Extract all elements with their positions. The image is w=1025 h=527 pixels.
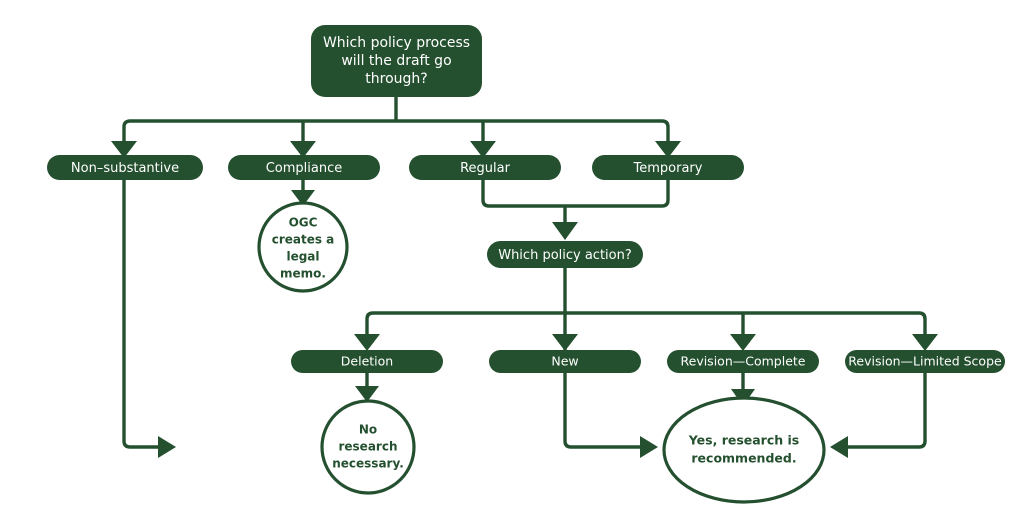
non-substantive-label: Non–substantive xyxy=(71,161,179,176)
deletion-label: Deletion xyxy=(341,354,393,369)
revision-complete-shape[interactable] xyxy=(667,350,819,373)
revision-limited-scope-label: Revision—Limited Scope xyxy=(848,354,1002,369)
compliance-label: Compliance xyxy=(266,161,343,176)
arrowhead-revision-limited xyxy=(912,334,938,351)
node-which-policy-action[interactable]: Which policy action? xyxy=(487,241,643,268)
edge-group xyxy=(111,96,938,458)
revision-complete-label: Revision—Complete xyxy=(681,354,806,369)
node-revision-limited-scope[interactable]: Revision—Limited Scope xyxy=(845,350,1005,373)
edge-row1-bus xyxy=(122,119,670,141)
arrowhead-revision-complete xyxy=(730,334,756,351)
which-policy-process-line-3: through? xyxy=(365,71,427,87)
arrowhead-regular xyxy=(470,141,496,158)
arrowhead-yes-research-right xyxy=(830,436,848,458)
node-compliance[interactable]: Compliance xyxy=(228,155,380,180)
regular-label: Regular xyxy=(460,161,511,176)
which-policy-process-shape[interactable] xyxy=(311,25,482,97)
which-policy-process-line-1: Which policy process xyxy=(323,35,470,51)
temporary-shape[interactable] xyxy=(592,155,744,180)
arrowhead-policy-action xyxy=(552,222,578,240)
edge-row2-bus xyxy=(365,311,927,334)
ogc-memo-shape[interactable] xyxy=(257,201,349,293)
no-research-line-3: necessary. xyxy=(332,457,404,471)
node-no-research-necessary[interactable]: No research necessary. xyxy=(320,399,416,495)
arrowhead-new xyxy=(552,334,578,351)
no-research-shape[interactable] xyxy=(320,399,416,495)
arrowhead-no-research-top xyxy=(355,386,379,402)
deletion-shape[interactable] xyxy=(291,350,443,373)
which-policy-process-line-2: will the draft go xyxy=(341,53,451,69)
node-yes-research-recommended[interactable]: Yes, research is recommended. xyxy=(662,396,826,504)
arrowhead-ogc xyxy=(291,190,315,206)
no-research-line-1: No xyxy=(359,423,377,437)
arrowhead-yes-research-left xyxy=(640,436,658,458)
arrowhead-non-substantive xyxy=(111,141,137,158)
edge-non-substantive-rail xyxy=(122,179,160,449)
arrowhead-temporary xyxy=(655,141,681,158)
node-revision-complete[interactable]: Revision—Complete xyxy=(667,350,819,373)
yes-research-line-1: Yes, research is xyxy=(688,433,799,448)
node-deletion[interactable]: Deletion xyxy=(291,350,443,373)
non-substantive-shape[interactable] xyxy=(47,155,203,180)
no-research-line-2: research xyxy=(338,440,397,454)
yes-research-line-2: recommended. xyxy=(691,451,796,466)
edge-temporary-down xyxy=(565,179,670,208)
node-regular[interactable]: Regular xyxy=(409,155,561,180)
ogc-memo-line-4: memo. xyxy=(280,267,326,281)
edge-new-rail xyxy=(563,372,640,449)
arrowhead-deletion xyxy=(354,334,380,351)
compliance-shape[interactable] xyxy=(228,155,380,180)
edge-revision-limited-rail xyxy=(848,372,927,449)
new-label: New xyxy=(551,354,578,369)
yes-research-shape[interactable] xyxy=(662,396,826,504)
node-ogc-creates-legal-memo[interactable]: OGC creates a legal memo. xyxy=(257,201,349,293)
edge-regular-down xyxy=(481,179,565,208)
ogc-memo-line-2: creates a xyxy=(272,233,335,247)
which-policy-action-shape[interactable] xyxy=(487,241,643,268)
arrowhead-compliance xyxy=(290,141,316,158)
ogc-memo-line-3: legal xyxy=(286,250,319,264)
node-new[interactable]: New xyxy=(489,350,641,373)
revision-limited-scope-shape[interactable] xyxy=(845,350,1005,373)
regular-shape[interactable] xyxy=(409,155,561,180)
which-policy-action-label: Which policy action? xyxy=(498,248,632,263)
arrowhead-no-research-left xyxy=(158,436,176,458)
temporary-label: Temporary xyxy=(633,161,703,176)
node-non-substantive[interactable]: Non–substantive xyxy=(47,155,203,180)
new-shape[interactable] xyxy=(489,350,641,373)
ogc-memo-line-1: OGC xyxy=(289,216,318,230)
node-which-policy-process[interactable]: Which policy process will the draft go t… xyxy=(311,25,482,97)
node-temporary[interactable]: Temporary xyxy=(592,155,744,180)
